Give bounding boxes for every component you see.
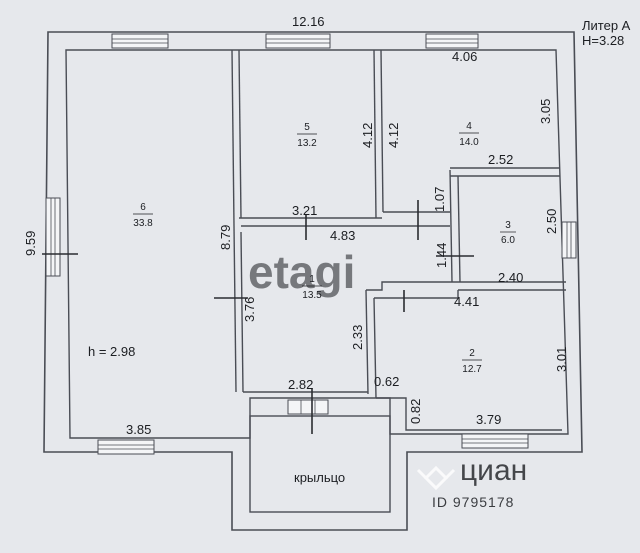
dim-top-width: 12.16 bbox=[292, 14, 325, 29]
dim-room6-inner-right: 8.79 bbox=[218, 225, 233, 250]
dim-room3-right: 2.50 bbox=[544, 209, 559, 234]
room-area: 12.7 bbox=[462, 364, 482, 375]
building-height: H=3.28 bbox=[582, 33, 624, 48]
watermark-cian: циан ID 9795178 bbox=[416, 454, 527, 510]
dim-room4-height-left: 4.12 bbox=[386, 123, 401, 148]
room-area: 6.0 bbox=[501, 235, 515, 246]
dim-room2-bottom: 3.79 bbox=[476, 412, 501, 427]
liter-label: Литер А bbox=[582, 18, 631, 33]
interior-walls bbox=[231, 49, 566, 431]
cian-logo-icon bbox=[416, 465, 456, 491]
dim-room4-width: 4.06 bbox=[452, 49, 477, 64]
room-3-label: 3 6.0 bbox=[500, 220, 516, 246]
room-number: 5 bbox=[304, 122, 310, 133]
window-top-left bbox=[111, 33, 169, 49]
dim-room3-left: 1.07 bbox=[432, 187, 447, 212]
dim-room2-notch-height: 0.82 bbox=[408, 399, 423, 424]
window-bottom-right bbox=[461, 433, 529, 449]
room-6-ceiling-height: h = 2.98 bbox=[88, 344, 135, 359]
window-right bbox=[561, 221, 577, 259]
dim-room5-height: 4.12 bbox=[360, 123, 375, 148]
room-number: 1 bbox=[309, 274, 315, 285]
room-1-label: 1 13.5 bbox=[302, 274, 322, 301]
room-6-label: 6 33.8 bbox=[133, 202, 153, 229]
window-bottom-left bbox=[97, 439, 155, 455]
window-top-right bbox=[425, 33, 479, 49]
dim-room1-bottom: 2.82 bbox=[288, 377, 313, 392]
dimension-labels: 12.16 9.59 4.06 3.05 4.12 4.12 2.52 1.07… bbox=[23, 14, 569, 437]
window-entry bbox=[287, 399, 329, 415]
dim-room2-top: 4.41 bbox=[454, 294, 479, 309]
room-5-label: 5 13.2 bbox=[297, 122, 317, 149]
dim-room4-bottom: 2.52 bbox=[488, 152, 513, 167]
porch-label: крыльцо bbox=[294, 470, 345, 485]
room-4-label: 4 14.0 bbox=[459, 121, 479, 148]
room-number: 2 bbox=[469, 348, 475, 359]
watermark-id: ID 9795178 bbox=[432, 494, 514, 510]
watermark-etagi: etagi bbox=[248, 246, 355, 298]
window-top-middle bbox=[265, 33, 331, 49]
room-area: 13.5 bbox=[302, 290, 322, 301]
windows bbox=[45, 33, 577, 455]
dim-room3-bottom: 2.40 bbox=[498, 270, 523, 285]
dim-room2-notch-width: 0.62 bbox=[374, 374, 399, 389]
room-2-label: 2 12.7 bbox=[462, 348, 482, 375]
watermark-cian-text: циан bbox=[460, 454, 527, 487]
room-number: 3 bbox=[505, 220, 511, 231]
dim-room2-right: 3.01 bbox=[554, 347, 569, 372]
room-number: 4 bbox=[466, 121, 472, 132]
room-area: 33.8 bbox=[133, 218, 153, 229]
watermark-etagi-text: etagi bbox=[248, 246, 355, 298]
dim-room6-bottom: 3.85 bbox=[126, 422, 151, 437]
window-left bbox=[45, 197, 61, 277]
room-number: 6 bbox=[140, 202, 146, 213]
room-area: 14.0 bbox=[459, 137, 479, 148]
room-area: 13.2 bbox=[297, 138, 317, 149]
dim-room1-top: 4.83 bbox=[330, 228, 355, 243]
dim-room4-height-right: 3.05 bbox=[538, 99, 553, 124]
dim-room1-right: 2.33 bbox=[350, 325, 365, 350]
dim-room1-left: 3.76 bbox=[242, 297, 257, 322]
dim-room1-top-left: 3.21 bbox=[292, 203, 317, 218]
door-marks bbox=[42, 200, 474, 434]
dim-room1-door-height: 1.44 bbox=[434, 243, 449, 268]
dim-left-height: 9.59 bbox=[23, 231, 38, 256]
